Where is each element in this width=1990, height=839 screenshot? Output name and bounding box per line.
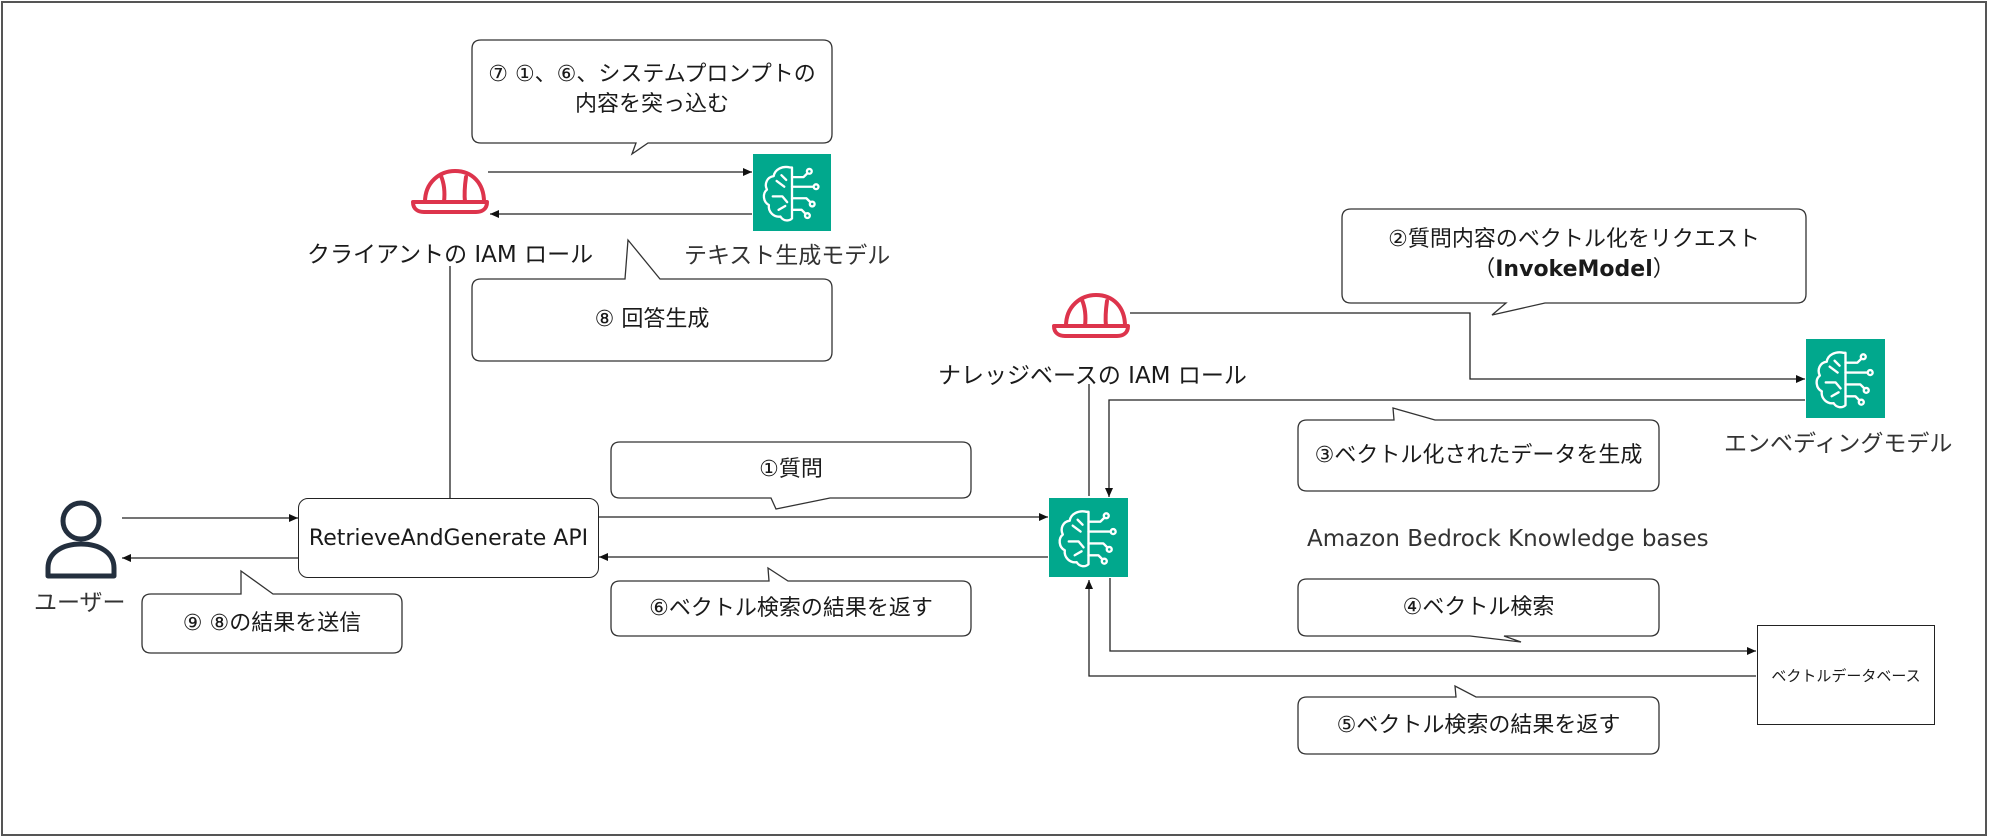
client-role-label: クライアントの IAM ロール: [307, 242, 594, 268]
iam-role-helmet-icon: [411, 169, 489, 214]
callout-9-text: ⑨ ⑧の結果を送信: [182, 610, 362, 636]
callout-7-line2: 内容を突っ込む: [574, 92, 729, 117]
callout-3-bubble: [1297, 407, 1660, 492]
knowledge-bases-bedrock-icon: [1049, 498, 1128, 577]
kb-role-label: ナレッジベースの IAM ロール: [938, 363, 1247, 389]
callout-8-text: ⑧ 回答生成: [594, 307, 710, 332]
callout-2-line2: （InvokeModel）: [1473, 257, 1675, 282]
callout-1-bubble: [610, 441, 972, 510]
callout-3-text: ③ベクトル化されたデータを生成: [1314, 442, 1643, 468]
callout-7-bubble: [471, 39, 833, 156]
arrow-embedding-to-kb: [1105, 399, 1805, 497]
callout-2-bubble: [1341, 208, 1807, 316]
user-label: ユーザー: [34, 590, 126, 616]
callout-6-text: ⑥ベクトル検索の結果を返す: [649, 595, 933, 621]
vector-database-box: ベクトルデータベース: [1757, 625, 1935, 725]
callout-1-text: ①質問: [759, 457, 823, 482]
iam-role-helmet-icon: [1052, 293, 1130, 338]
callout-9-bubble: [141, 569, 403, 654]
callout-5-bubble: [1297, 684, 1660, 755]
arrow-kb-to-vectordb: [1109, 578, 1756, 655]
arrow-kbrole-to-embedding: [1130, 312, 1805, 383]
callout-4-bubble: [1297, 578, 1660, 643]
callout-7-text: ⑦ ①、⑥、システムプロンプトの 内容を突っ込む: [472, 52, 832, 128]
text-model-label: テキスト生成モデル: [684, 243, 891, 269]
retrieve-and-generate-api-box: RetrieveAndGenerate API: [298, 498, 599, 578]
callout-2-text: ②質問内容のベクトル化をリクエスト （InvokeModel）: [1342, 216, 1806, 294]
callout-7-line1: ⑦ ①、⑥、システムプロンプトの: [488, 62, 816, 87]
user-icon: [45, 500, 117, 579]
api-label: RetrieveAndGenerate API: [308, 525, 589, 551]
vector-database-label: ベクトルデータベース: [1771, 666, 1921, 685]
callout-4-text: ④ベクトル検索: [1402, 594, 1555, 620]
embedding-model-bedrock-icon: [1806, 339, 1885, 418]
embedding-model-label: エンベディングモデル: [1724, 431, 1953, 457]
arrow-vectordb-to-kb: [1085, 580, 1756, 677]
callout-2-line1: ②質問内容のベクトル化をリクエスト: [1388, 227, 1760, 252]
text-model-bedrock-icon: [753, 154, 831, 231]
callout-6-bubble: [610, 566, 972, 637]
callout-5-text: ⑤ベクトル検索の結果を返す: [1336, 712, 1621, 738]
callout-8-bubble: [471, 238, 833, 362]
kb-service-label: Amazon Bedrock Knowledge bases: [1307, 526, 1709, 552]
